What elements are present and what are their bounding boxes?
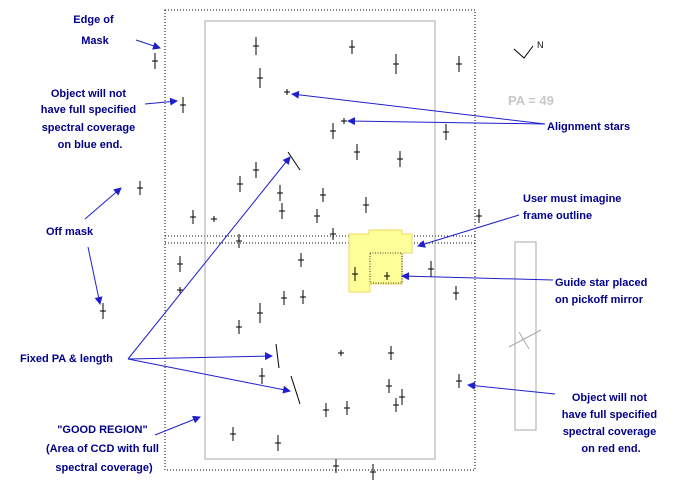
- annotation-edge-of-mask: Edge of Mask: [73, 14, 116, 47]
- annotation-arrows: [84, 39, 556, 436]
- annotation-object-red-end: Object will not have full specified spec…: [562, 392, 660, 455]
- annotation-arrow: [127, 156, 291, 360]
- annotation-fixed-pa: Fixed PA & length: [20, 353, 113, 365]
- guide-frame-outline: [348, 229, 413, 293]
- compass-icon: [513, 45, 534, 59]
- pa-label: PA = 49: [508, 93, 554, 108]
- fixed-pa-slit: [287, 151, 301, 171]
- annotation-imagine-frame: User must imagine frame outline: [523, 193, 624, 222]
- annotation-arrow: [127, 352, 273, 361]
- side-detector-strip: [514, 241, 537, 431]
- strip-cross-2: [518, 331, 530, 350]
- annotation-good-region: "GOOD REGION" (Area of CCD with full spe…: [46, 424, 162, 474]
- fixed-pa-slit: [290, 375, 301, 405]
- compass-north-label: N: [537, 40, 544, 50]
- annotation-arrow: [87, 246, 103, 305]
- annotation-arrow: [401, 272, 554, 281]
- annotation-arrow: [347, 117, 546, 126]
- pickoff-mirror-box: [369, 252, 403, 284]
- annotation-arrow: [144, 97, 178, 106]
- annotation-arrow: [154, 415, 201, 436]
- annotation-alignment-stars: Alignment stars: [547, 121, 630, 133]
- annotation-arrow: [291, 90, 546, 125]
- mask-edge: [164, 9, 476, 471]
- slits-group: [100, 37, 482, 480]
- annotation-arrow: [84, 187, 122, 220]
- annotation-arrow: [417, 214, 520, 248]
- annotation-arrow: [127, 358, 291, 394]
- strip-cross-1: [508, 329, 542, 348]
- annotation-object-blue-end: Object will not have full specified spec…: [41, 88, 139, 151]
- annotation-guide-star: Guide star placed on pickoff mirror: [555, 277, 650, 306]
- annotation-arrow: [135, 39, 161, 50]
- annotation-arrow: [467, 381, 556, 395]
- annotation-off-mask: Off mask: [46, 226, 94, 238]
- ccd-good-region: [204, 20, 436, 460]
- fixed-pa-slit: [275, 343, 280, 369]
